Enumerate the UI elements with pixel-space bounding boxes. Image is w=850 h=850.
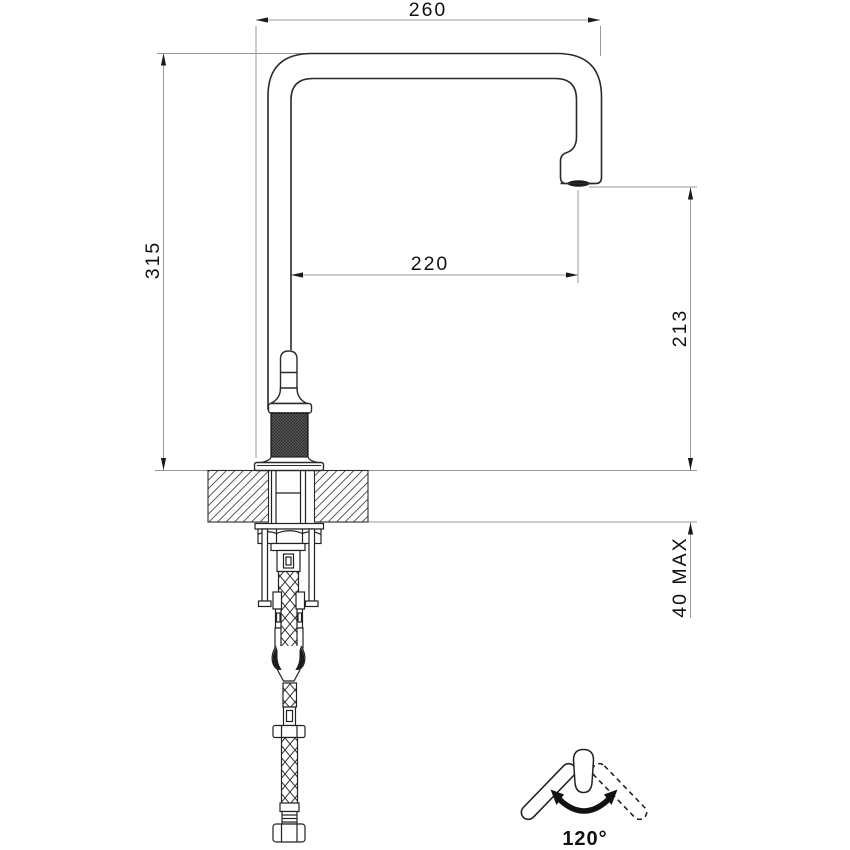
hose-clip-window-left — [275, 612, 281, 623]
extension-lines — [155, 26, 697, 523]
dimension-label-spout-reach: 220 — [411, 253, 450, 275]
dimension-260: 260 — [256, 0, 600, 23]
hose-connector-window — [285, 709, 294, 723]
hose-side-tab-right — [295, 591, 306, 610]
swivel-arc-arrowhead-right — [604, 789, 618, 805]
hose-hex-nut — [272, 724, 306, 739]
arrowhead-top — [160, 53, 167, 66]
handle-flare — [270, 387, 308, 405]
arrowhead-right — [566, 272, 578, 278]
mounting-washer — [254, 522, 325, 530]
countertop-section — [207, 469, 369, 523]
arrowhead-left — [291, 272, 303, 278]
arrowhead-bottom — [687, 458, 694, 470]
hose-step-left — [274, 627, 282, 649]
hose-side-tab-left — [272, 591, 283, 610]
mounting-shank — [270, 470, 307, 523]
arrowhead-bottom — [160, 458, 167, 470]
under-counter-assembly — [254, 470, 325, 843]
arrowhead-top — [687, 187, 694, 200]
spout — [267, 52, 603, 410]
dimension-label-spout-width: 260 — [409, 0, 448, 21]
hose-end-ribs — [281, 810, 298, 825]
arrowhead-right — [588, 17, 600, 23]
counter-hatch-left — [207, 469, 270, 523]
dimension-315: 315 — [142, 53, 167, 470]
hose-end-collar — [279, 802, 300, 813]
hose-fitting-pin — [285, 556, 292, 566]
dimension-label-outlet-height: 213 — [669, 309, 691, 348]
base-plate — [253, 461, 325, 472]
supply-hose-braid-long — [280, 736, 299, 805]
counter-hatch-right — [313, 469, 369, 523]
knurled-grip — [270, 412, 309, 458]
hose-clip-window-right — [297, 612, 303, 623]
swivel-arc-arrowhead-left — [550, 789, 564, 805]
swivel-angle-label: 120° — [562, 828, 607, 850]
supply-hose-braid-mid — [282, 682, 298, 708]
hose-loop-end — [271, 645, 306, 682]
shank-collar — [270, 542, 306, 552]
arrowhead-left — [256, 17, 268, 23]
dimension-220: 220 — [291, 253, 578, 278]
swivel-arm-solid — [520, 762, 577, 821]
hose-step-right — [296, 627, 304, 649]
dimension-40-max: 40 MAX — [669, 522, 694, 618]
mounting-studs — [257, 528, 319, 608]
swivel-lever-top-view — [572, 748, 595, 794]
faucet — [253, 52, 603, 472]
handle-lip — [267, 402, 313, 414]
dimension-213: 213 — [669, 187, 694, 470]
swivel-angle-icon: 120° — [520, 748, 648, 850]
hose-end-hex-fitting — [272, 823, 306, 843]
dimension-label-counter-thickness: 40 MAX — [669, 536, 691, 617]
swivel-arm-dashed — [591, 762, 648, 821]
arrowhead-up — [687, 522, 694, 535]
handle — [267, 350, 313, 414]
dimension-label-total-height: 315 — [142, 241, 164, 280]
swivel-arc-arrow — [556, 795, 612, 814]
